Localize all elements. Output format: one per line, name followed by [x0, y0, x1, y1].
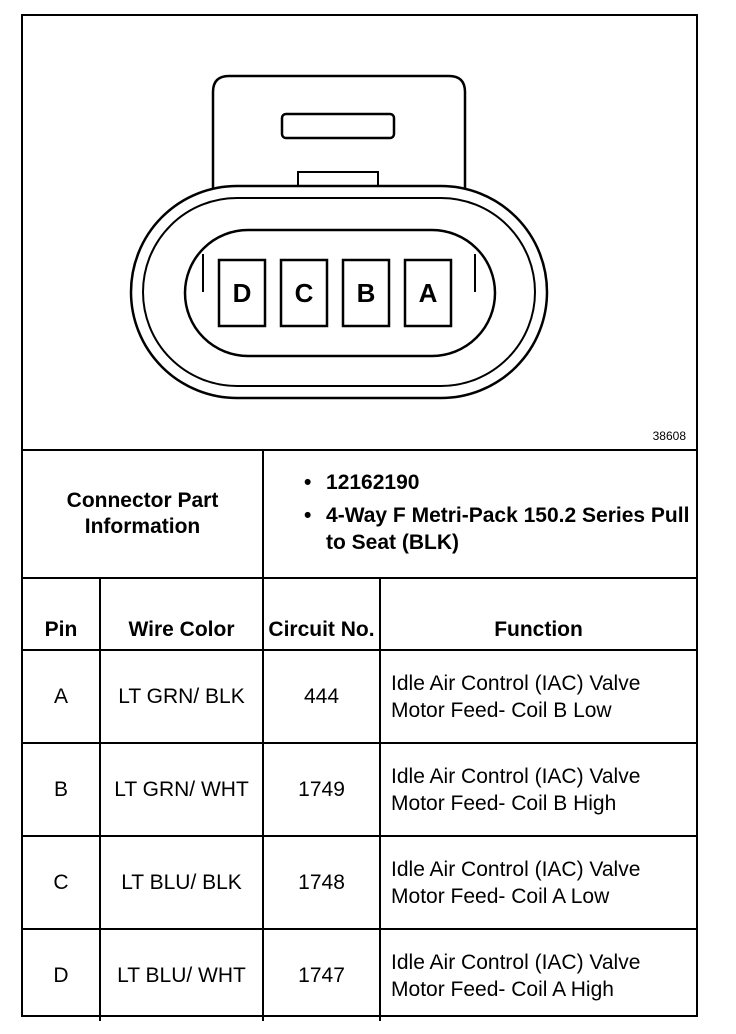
circuit-cell: 1748	[262, 835, 382, 930]
header-function: Function	[379, 577, 697, 651]
wire-color-cell: LT GRN/ WHT	[98, 742, 265, 837]
pin-label-c: C	[295, 278, 314, 308]
circuit-cell: 444	[262, 649, 382, 744]
connector-info-row: Connector Part Information 12162190 4-Wa…	[23, 451, 697, 579]
function-cell: Idle Air Control (IAC) Valve Motor Feed-…	[379, 835, 697, 930]
function-cell: Idle Air Control (IAC) Valve Motor Feed-…	[379, 928, 697, 1021]
pin-cell: B	[23, 742, 101, 837]
pin-terminal-b	[341, 258, 391, 328]
function-cell: Idle Air Control (IAC) Valve Motor Feed-…	[379, 742, 697, 837]
circuit-cell: 1749	[262, 742, 382, 837]
pinout-table: Connector Part Information 12162190 4-Wa…	[23, 451, 697, 1021]
header-pin: Pin	[23, 577, 101, 651]
function-cell: Idle Air Control (IAC) Valve Motor Feed-…	[379, 649, 697, 744]
pin-terminal-d	[217, 258, 267, 328]
connector-info-list: 12162190 4-Way F Metri-Pack 150.2 Series…	[262, 451, 697, 579]
pin-cell: D	[23, 928, 101, 1021]
connector-info-label: Connector Part Information	[23, 451, 265, 579]
wire-color-cell: LT BLU/ WHT	[98, 928, 265, 1021]
part-number: 12162190	[304, 469, 696, 496]
connector-inner-body	[142, 197, 536, 387]
table-row: D LT BLU/ WHT 1747 Idle Air Control (IAC…	[23, 928, 697, 1021]
table-header-row: Pin Wire Color Circuit No. Function	[23, 577, 697, 651]
latch-housing	[211, 74, 467, 188]
wire-color-cell: LT GRN/ BLK	[98, 649, 265, 744]
table-row: A LT GRN/ BLK 444 Idle Air Control (IAC)…	[23, 649, 697, 744]
pin-terminal-a	[403, 258, 453, 328]
wire-color-cell: LT BLU/ BLK	[98, 835, 265, 930]
pin-label-b: B	[357, 278, 376, 308]
circuit-cell: 1747	[262, 928, 382, 1021]
header-wire-color: Wire Color	[98, 577, 265, 651]
connector-description: 4-Way F Metri-Pack 150.2 Series Pull to …	[304, 502, 696, 556]
latch-slot	[280, 112, 396, 140]
latch-tab	[297, 171, 379, 187]
pin-terminal-c	[279, 258, 329, 328]
pin-label-a: A	[419, 278, 438, 308]
pin-cell: C	[23, 835, 101, 930]
connector-diagram: D C B A 38608	[23, 16, 696, 451]
table-row: C LT BLU/ BLK 1748 Idle Air Control (IAC…	[23, 835, 697, 930]
terminal-cavity	[183, 228, 497, 358]
pin-cell: A	[23, 649, 101, 744]
connector-outer-body	[129, 184, 549, 400]
header-circuit: Circuit No.	[262, 577, 382, 651]
table-row: B LT GRN/ WHT 1749 Idle Air Control (IAC…	[23, 742, 697, 837]
pin-label-d: D	[233, 278, 252, 308]
figure-id: 38608	[652, 429, 686, 443]
